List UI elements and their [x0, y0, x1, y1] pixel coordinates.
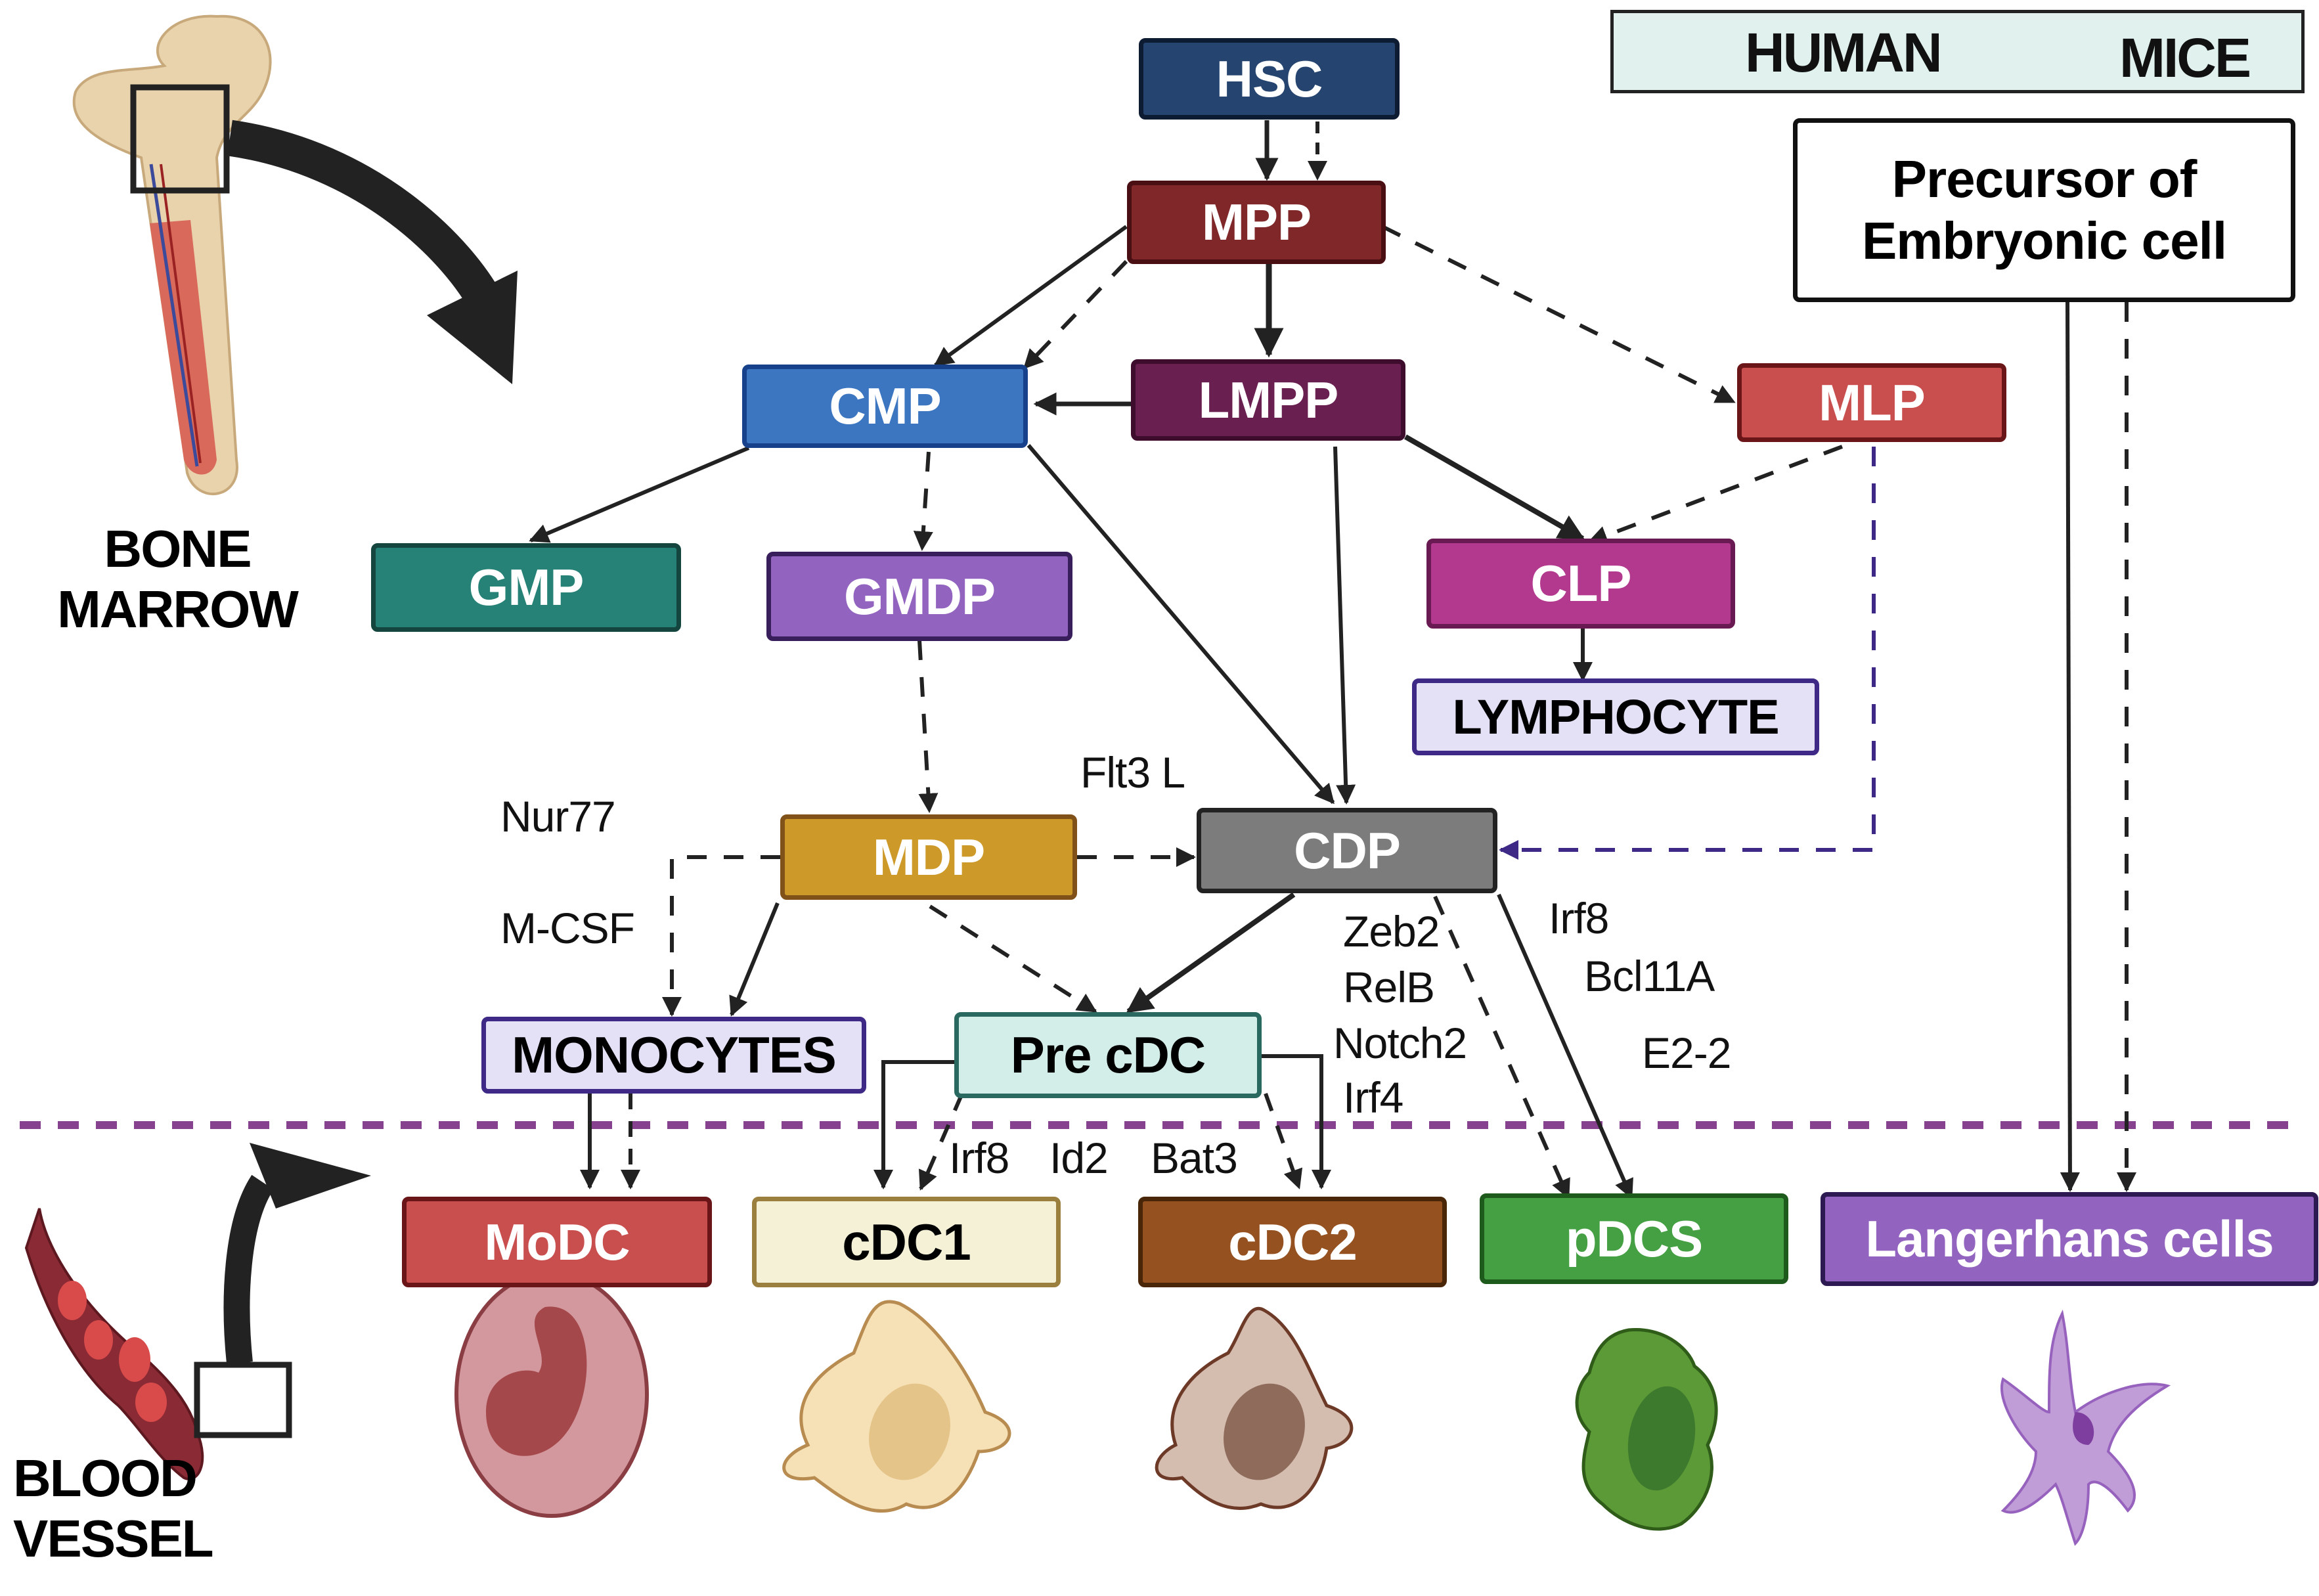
factor-zeb2: Zeb2: [1343, 907, 1440, 956]
edge-cmp-gmp-human: [529, 446, 750, 543]
factor-notch2: Notch2: [1333, 1019, 1467, 1067]
edge-cdp-pdcs-human: [1497, 893, 1633, 1199]
node-clp[interactable]: CLP: [1426, 539, 1735, 629]
bone-curved-arrow: [227, 120, 506, 317]
edge-precdc-cdc2-human: [1259, 1054, 1331, 1189]
factor-irf8-cdc1: Irf8: [949, 1134, 1009, 1182]
factor-relb: RelB: [1343, 963, 1435, 1011]
node-lymphocyte[interactable]: LYMPHOCYTE: [1412, 678, 1819, 755]
node-hsc[interactable]: HSC: [1139, 38, 1400, 120]
node-pre-cdc[interactable]: Pre cDC: [954, 1012, 1262, 1098]
node-lmpp[interactable]: LMPP: [1131, 359, 1405, 441]
factor-mcsf: M-CSF: [500, 904, 635, 952]
modc-cell-icon: [454, 1271, 649, 1518]
edge-mpp-mlp-mice: [1381, 225, 1736, 404]
edge-mdp-monocytes-human: [729, 902, 780, 1017]
bone-marrow-label: BONE MARROW: [57, 520, 299, 638]
edge-mlp-cdp-mice: [1499, 447, 1876, 860]
edges: [529, 120, 2136, 1199]
bone-marrow-illustration: [72, 14, 272, 496]
factor-e22: E2-2: [1642, 1029, 1731, 1077]
node-cmp[interactable]: CMP: [742, 365, 1028, 448]
edge-mdp-precdc-mice: [929, 904, 1097, 1013]
edge-embryonic-langerhans-human: [2060, 301, 2080, 1192]
node-cdc2[interactable]: cDC2: [1138, 1197, 1447, 1287]
cdc1-cell-icon: [782, 1300, 1011, 1513]
factor-batf3: Bat3: [1151, 1134, 1238, 1182]
node-mdp[interactable]: MDP: [780, 814, 1077, 900]
vessel-curved-arrow: [223, 1174, 275, 1365]
node-mpp[interactable]: MPP: [1127, 181, 1386, 264]
edge-lmpp-cdp-human: [1333, 446, 1356, 805]
blood-vessel-label: BLOOD VESSEL: [13, 1449, 214, 1568]
node-langerhans-cells[interactable]: Langerhans cells: [1821, 1192, 2318, 1286]
node-gmdp[interactable]: GMDP: [766, 552, 1072, 641]
node-cdp[interactable]: CDP: [1197, 808, 1497, 893]
factor-irf8-pdc: Irf8: [1549, 894, 1609, 942]
node-mlp[interactable]: MLP: [1737, 363, 2006, 442]
edge-precdc-cdc2-mice: [1264, 1092, 1303, 1189]
edge-precdc-cdc1-mice: [919, 1092, 964, 1191]
node-embryonic-precursor[interactable]: Precursor of Embryonic cell: [1793, 118, 2295, 302]
factor-flt3l: Flt3 L: [1080, 748, 1185, 797]
factor-id2: Id2: [1049, 1134, 1109, 1182]
pdcs-cell-icon: [1575, 1327, 1718, 1531]
bone-arrow-head: [427, 271, 518, 384]
factor-bcl11a: Bcl11A: [1584, 952, 1715, 1000]
edge-gmdp-mdp-mice: [917, 640, 939, 813]
blood-vessel-illustration: [24, 1208, 292, 1480]
edge-cmp-cdp-human: [1027, 444, 1335, 805]
edge-mpp-cmp-mice: [1023, 259, 1128, 370]
edge-cdp-precdc-human: [1126, 892, 1296, 1014]
edge-mpp-cmp-human: [933, 225, 1128, 367]
vessel-arrow-head: [250, 1143, 371, 1208]
edge-cmp-gmdp-mice: [913, 451, 933, 551]
legend-mice-label: MICE: [2119, 27, 2251, 89]
node-cdc1[interactable]: cDC1: [752, 1197, 1061, 1287]
node-pdcs[interactable]: pDCS: [1480, 1193, 1788, 1284]
factor-nur77: Nur77: [500, 792, 616, 841]
node-gmp[interactable]: GMP: [371, 543, 681, 632]
legend-human-label: HUMAN: [1745, 22, 1943, 83]
node-modc[interactable]: MoDC: [402, 1197, 712, 1287]
edge-lmpp-clp-human: [1404, 434, 1585, 541]
node-monocytes[interactable]: MONOCYTES: [481, 1017, 866, 1094]
langerhans-cell-icon: [2000, 1309, 2171, 1546]
edge-mlp-clp-mice: [1587, 445, 1844, 545]
factor-irf4: Irf4: [1343, 1073, 1403, 1122]
edge-precdc-cdc1-human: [873, 1060, 965, 1189]
cdc2-cell-icon: [1155, 1306, 1354, 1510]
edge-cdp-pdcs-mice: [1433, 895, 1570, 1199]
legend-box: HUMAN MICE: [1610, 10, 2305, 93]
